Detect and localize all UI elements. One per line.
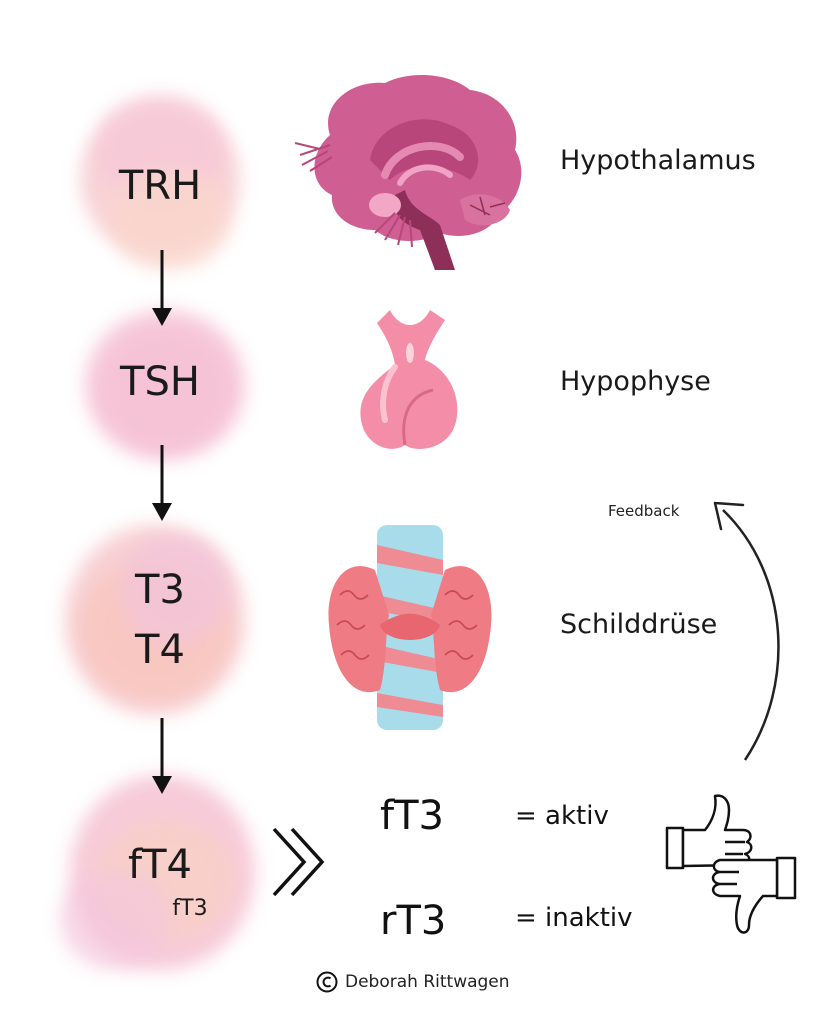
- pituitary-icon: [360, 310, 458, 449]
- hormone-trh: TRH: [118, 163, 202, 209]
- feedback-arrow: [713, 501, 780, 761]
- arrow-tsh-to-t3: [152, 445, 172, 521]
- hormone-t4: T4: [135, 627, 185, 673]
- double-chevron-icon: [272, 827, 325, 897]
- thumbs-up-down-icon: [665, 794, 797, 934]
- result-ft3-desc: = aktiv: [515, 801, 609, 831]
- credit-text: Deborah Rittwagen: [345, 972, 510, 992]
- copyright-icon: [316, 971, 338, 993]
- label-feedback: Feedback: [608, 502, 680, 520]
- arrow-t4-to-ft4: [152, 718, 172, 794]
- hormone-t3: T3: [135, 567, 185, 613]
- result-rt3: rT3: [380, 898, 447, 944]
- result-rt3-desc: = inaktiv: [515, 903, 633, 933]
- label-hypophyse: Hypophyse: [560, 366, 711, 397]
- thyroid-icon: [328, 525, 492, 730]
- brain-icon: [294, 74, 522, 270]
- result-ft3: fT3: [380, 793, 444, 839]
- hormone-tsh: TSH: [120, 359, 200, 405]
- label-hypothalamus: Hypothalamus: [560, 145, 756, 176]
- hormone-ft4: fT4: [128, 842, 192, 888]
- arrow-trh-to-tsh: [152, 250, 172, 326]
- label-schilddruese: Schilddrüse: [560, 609, 718, 640]
- hormone-ft4-sub: fT3: [172, 896, 208, 921]
